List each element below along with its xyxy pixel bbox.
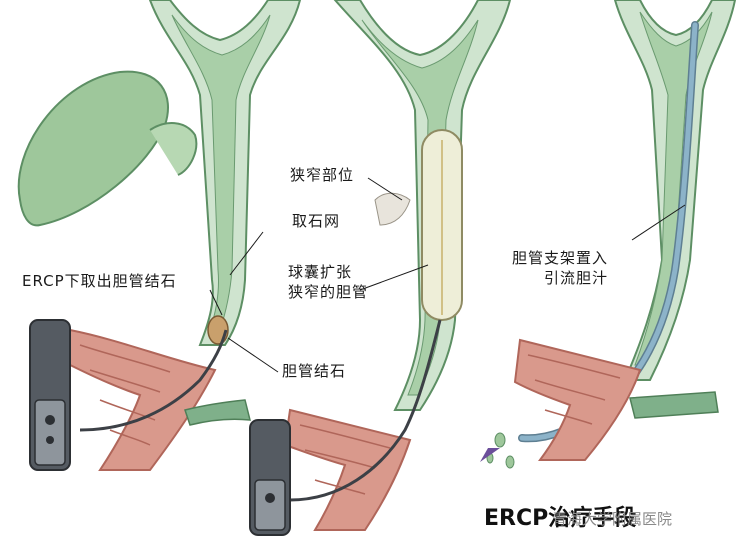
- middle-duodenum: [283, 408, 412, 531]
- right-pancreatic-duct: [629, 391, 719, 419]
- stricture-tissue: [374, 192, 411, 226]
- left-catheter: [79, 329, 228, 432]
- cystic-duct: [149, 122, 198, 176]
- middle-catheter: [289, 319, 442, 502]
- watermark: 青海大学附属医院: [552, 510, 673, 528]
- balloon-label: 球囊扩张 狭窄的胆管: [288, 262, 368, 303]
- left-endoscope: [29, 319, 71, 471]
- stricture-label: 狭窄部位: [290, 166, 355, 184]
- flow-arrow-icon: [480, 448, 500, 462]
- middle-endoscope: [249, 419, 291, 536]
- left-duodenum: [58, 328, 217, 471]
- right-panel-drawing: [480, 0, 737, 469]
- footer-title: ERCP治疗手段: [484, 500, 636, 532]
- balloon-label-line-1: 球囊扩张: [288, 263, 353, 281]
- left-panel-drawing: [17, 0, 302, 471]
- balloon-label-line-2: 狭窄的胆管: [288, 283, 369, 302]
- left-bile-duct-lumen: [171, 14, 271, 331]
- middle-panel-drawing: [249, 0, 512, 536]
- stone-label: 胆管结石: [282, 362, 347, 380]
- left-pancreatic-duct: [184, 399, 251, 426]
- left-caption: ERCP下取出胆管结石: [22, 272, 177, 290]
- bile-drainage-drops: [486, 432, 515, 469]
- right-duodenum: [513, 338, 642, 461]
- footer-title-rest: 治疗手段: [548, 506, 637, 531]
- footer-title-prefix: ERCP: [484, 506, 549, 531]
- stent-label-line-1: 胆管支架置入: [512, 249, 609, 267]
- gallbladder: [17, 70, 169, 227]
- stent-label: 胆管支架置入 引流胆汁: [512, 248, 608, 289]
- basket-label: 取石网: [292, 212, 341, 230]
- stent-label-line-2: 引流胆汁: [544, 269, 609, 288]
